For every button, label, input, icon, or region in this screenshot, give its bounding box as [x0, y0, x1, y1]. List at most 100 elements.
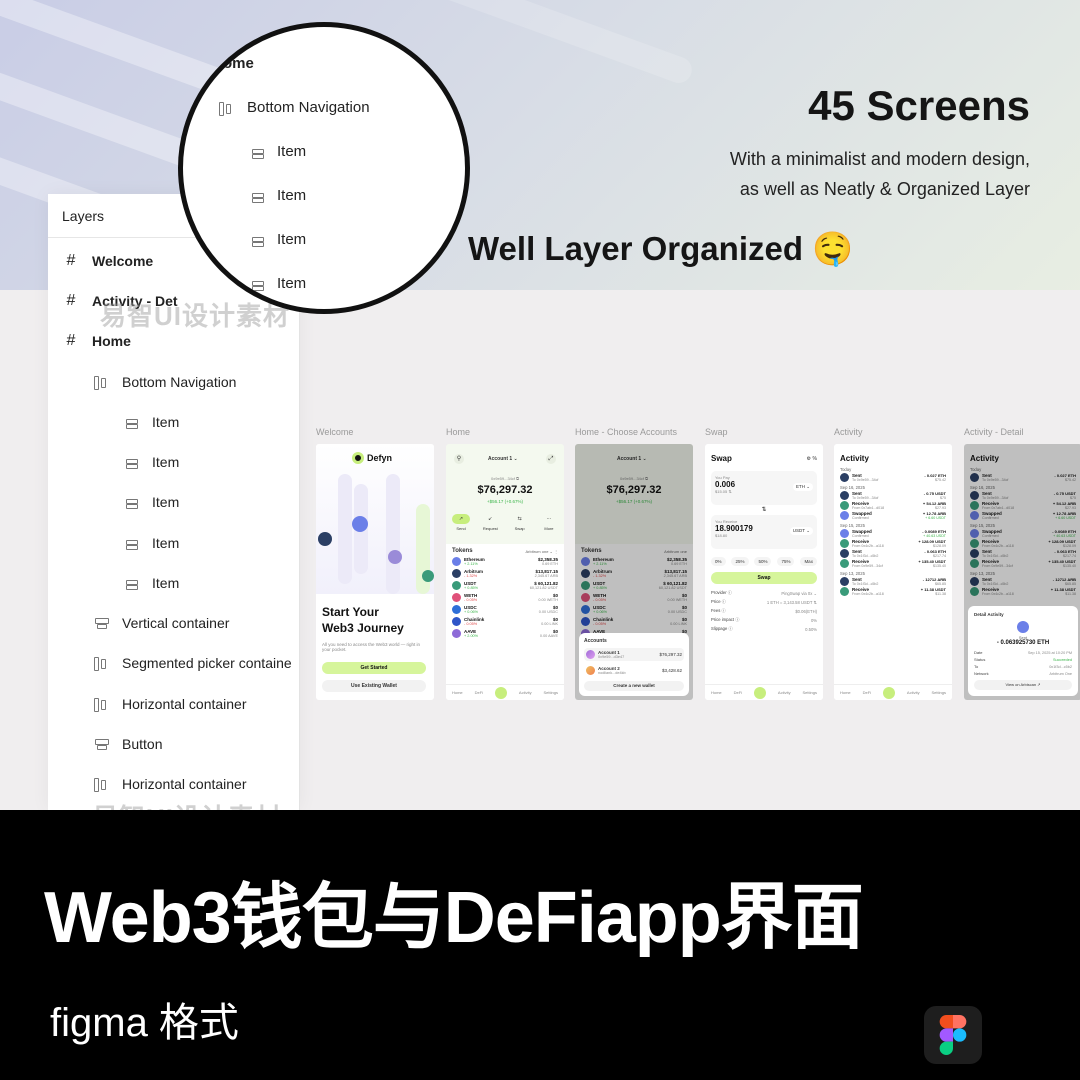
nav-defi[interactable]: DeFi — [862, 690, 872, 695]
layer-row-welcome[interactable]: #Welcome — [62, 252, 154, 269]
percent-option[interactable]: 50% — [754, 557, 772, 566]
layer-row-horizontal-container[interactable]: Horizontal container — [92, 776, 247, 792]
nav-defi[interactable]: DeFi — [733, 690, 743, 695]
percent-option[interactable]: 75% — [777, 557, 795, 566]
network-selector[interactable]: Arbitrum one ⌄ ⋮ — [525, 548, 558, 554]
nav-activity[interactable]: Activity — [906, 690, 920, 695]
layer-row-home[interactable]: #Home — [62, 332, 131, 349]
magnifier-row-item[interactable]: Item — [251, 187, 306, 204]
percent-option[interactable]: Max — [800, 557, 817, 566]
nav-home[interactable]: Home — [710, 690, 722, 695]
more-action[interactable]: ⋯More — [540, 514, 558, 531]
nav-defi[interactable]: DeFi — [474, 690, 484, 695]
nav-swap-fab[interactable] — [882, 686, 895, 699]
layer-row-item[interactable]: Item — [122, 494, 179, 510]
nav-settings[interactable]: Settings — [802, 690, 817, 695]
layer-row-bottom-navigation[interactable]: Bottom Navigation — [92, 374, 236, 390]
magnifier-row-item[interactable]: Item — [251, 275, 306, 292]
percent-option[interactable]: 0% — [711, 557, 726, 566]
layer-row-vertical-container[interactable]: Vertical container — [92, 615, 229, 631]
magnifier-row-item[interactable]: Item — [251, 231, 306, 248]
nav-swap-fab[interactable] — [753, 686, 766, 699]
layer-row-item[interactable]: Item — [122, 575, 179, 591]
swap-direction-icon[interactable]: ⇅ — [761, 507, 767, 513]
send-action[interactable]: ↗Send — [452, 514, 470, 531]
nav-home[interactable]: Home — [839, 690, 851, 695]
use-existing-wallet-button[interactable]: Use Existing Wallet — [322, 680, 426, 692]
activity-type: Receive — [852, 539, 870, 544]
receive-token-selector[interactable]: USDT ⌄ — [789, 527, 813, 535]
magnifier-row-bottom-navigation[interactable]: Bottom Navigation — [219, 99, 370, 116]
token-usd: $0 — [552, 593, 558, 598]
view-on-arbiscan-button[interactable]: View on Arbiscan ↗ — [974, 680, 1072, 690]
filter-icon[interactable]: ⚲ — [454, 454, 464, 464]
layer-row-horizontal-container[interactable]: Horizontal container — [92, 696, 247, 712]
layer-row-item[interactable]: Item — [122, 535, 179, 551]
nav-swap-fab[interactable] — [494, 686, 507, 699]
settings-icon[interactable]: ⚙ % — [806, 455, 817, 462]
receive-box[interactable]: You Receive 18.900179 $18.80 USDT ⌄ — [711, 515, 817, 549]
nav-home[interactable]: Home — [451, 690, 463, 695]
percent-option[interactable]: 25% — [731, 557, 749, 566]
pay-amount[interactable]: 0.006 — [715, 480, 736, 489]
layer-row-item[interactable]: Item — [122, 414, 179, 430]
layer-row-segmented-picker-containe[interactable]: Segmented picker containe — [92, 655, 292, 671]
nav-settings[interactable]: Settings — [543, 690, 558, 695]
layer-row-item[interactable]: Item — [122, 454, 179, 470]
pay-box[interactable]: You Pay 0.006 $15.05 ⇅ ETH ⌄ — [711, 471, 817, 505]
swap-action[interactable]: ⇆Swap — [511, 514, 529, 531]
create-wallet-button[interactable]: Create a new wallet — [584, 681, 684, 691]
nav-activity[interactable]: Activity — [777, 690, 791, 695]
layer-row-button[interactable]: Button — [92, 736, 162, 752]
swap-button[interactable]: Swap — [711, 572, 817, 584]
expand-icon[interactable]: ⤢ — [546, 454, 556, 464]
magnifier-row-item[interactable]: Item — [251, 143, 306, 160]
layer-row-activity-det[interactable]: #Activity - Det — [62, 292, 178, 309]
wallet-address[interactable]: 0x9e59...34cf ⧉ — [491, 476, 519, 481]
auto-layout-icon — [122, 536, 140, 550]
nav-settings[interactable]: Settings — [931, 690, 946, 695]
get-started-button[interactable]: Get Started — [322, 662, 426, 674]
nav-activity[interactable]: Activity — [518, 690, 532, 695]
pay-token-selector[interactable]: ETH ⌄ — [792, 483, 813, 491]
request-action[interactable]: ↙Request — [481, 514, 499, 531]
account-selector[interactable]: Account 1 ⌄ — [488, 456, 518, 462]
account-selector[interactable]: Account 1 ⌄ — [617, 456, 647, 462]
